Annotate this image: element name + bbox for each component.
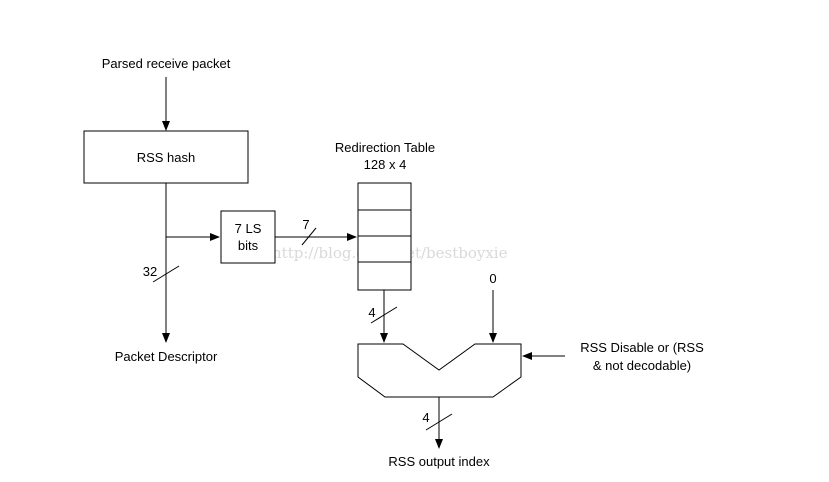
bus-slash-4-bottom <box>425 413 453 431</box>
rss-hash-box <box>83 130 249 184</box>
ls-bits-label-line1: 7 LS <box>235 221 262 236</box>
rss-disable-label-line1: RSS Disable or (RSS <box>580 340 704 355</box>
ls-bits-box <box>220 210 276 264</box>
input-label: Parsed receive packet <box>102 56 231 71</box>
bus-width-4-top: 4 <box>368 305 375 320</box>
bus-slash-4-top <box>370 306 398 324</box>
bus-width-32: 32 <box>143 264 157 279</box>
ls-bits-label-line2: bits <box>238 238 259 253</box>
bus-width-4-bottom: 4 <box>422 410 429 425</box>
zero-input-label: 0 <box>489 271 496 286</box>
bus-slash-7 <box>301 227 317 246</box>
packet-descriptor-label: Packet Descriptor <box>115 349 218 364</box>
rss-hash-label: RSS hash <box>137 150 196 165</box>
redirection-table-size: 128 x 4 <box>364 157 407 172</box>
output-mux <box>357 343 522 398</box>
bus-width-7: 7 <box>302 217 309 232</box>
rss-output-label: RSS output index <box>388 454 490 469</box>
bus-slash-32 <box>152 265 180 283</box>
rss-disable-label-line2: & not decodable) <box>593 358 691 373</box>
redirection-table-title: Redirection Table <box>335 140 435 155</box>
